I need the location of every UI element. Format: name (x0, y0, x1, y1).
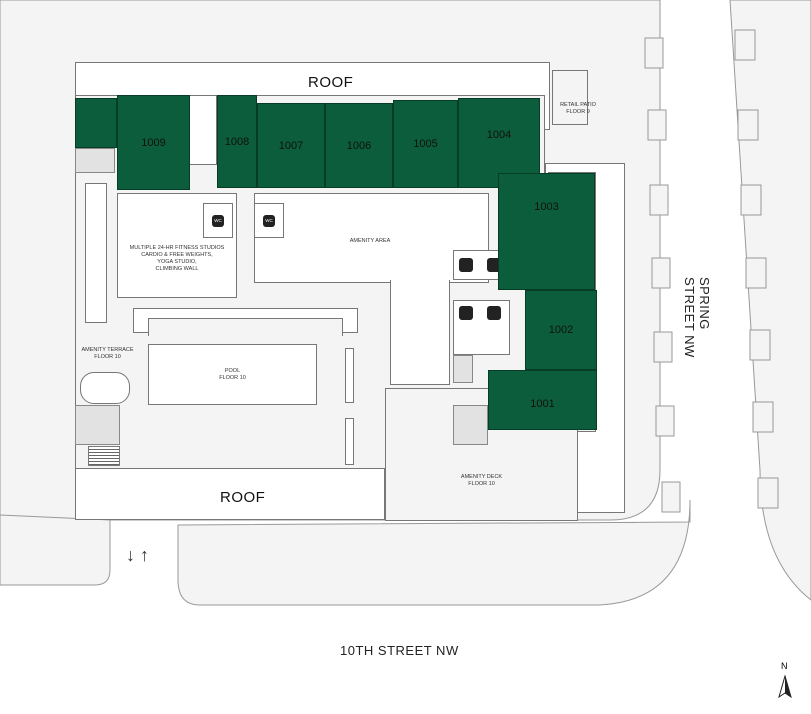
roof-bottom-label: ROOF (220, 489, 266, 506)
storage (453, 355, 473, 383)
unit-label: 1009 (141, 136, 166, 149)
parking-stalls (644, 29, 779, 513)
storage (75, 148, 115, 173)
north-arrow-icon (778, 675, 792, 699)
amenity-area-ext (390, 280, 450, 385)
unit-label: 1001 (530, 398, 555, 410)
unit-1006[interactable]: 1006 (325, 103, 393, 188)
elevator-icon (487, 306, 501, 320)
stairs (88, 446, 120, 466)
bench-inner (148, 318, 343, 336)
planter (345, 348, 354, 403)
roof-bottom (75, 468, 385, 520)
restroom: WC (254, 203, 284, 238)
north-label: N (781, 661, 788, 671)
unit-label: 1007 (278, 139, 304, 152)
unit-1009[interactable]: 1009 (117, 95, 190, 190)
unit-label: 1004 (486, 129, 512, 141)
pool (148, 344, 317, 405)
amenity-area-label: AMENITY AREA (349, 238, 391, 244)
entry-arrows: ↓ ↑ (126, 545, 150, 565)
stair-north (187, 95, 217, 165)
unit-1001[interactable]: 1001 (488, 370, 597, 430)
wc-icon: WC (212, 214, 224, 227)
amenity-area (254, 193, 489, 283)
unit-1005[interactable]: 1005 (393, 100, 458, 188)
unit-label: 1006 (346, 139, 372, 152)
hot-tub (80, 372, 130, 404)
unit-1003[interactable]: 1003 (498, 173, 595, 290)
unit-label: 1002 (548, 324, 574, 336)
unit-strip (75, 98, 117, 148)
unit-label: 1005 (413, 138, 438, 150)
wc-icon: WC (263, 214, 275, 227)
block-s (177, 499, 691, 606)
planter (345, 418, 354, 465)
roof-top-label: ROOF (308, 74, 354, 91)
stair-south (75, 405, 120, 445)
restroom: WC (203, 203, 233, 238)
retail-patio (552, 70, 588, 125)
unit-1008[interactable]: 1008 (217, 95, 257, 188)
storage (453, 405, 488, 445)
block-sw (0, 514, 111, 586)
elevator-icon (487, 258, 501, 272)
street-spring: SPRING STREET NW (682, 277, 712, 358)
unit-1007[interactable]: 1007 (257, 103, 325, 188)
elevator-icon (459, 258, 473, 272)
unit-1002[interactable]: 1002 (525, 290, 597, 370)
unit-label: 1003 (534, 201, 559, 213)
street-10th: 10TH STREET NW (340, 643, 459, 658)
unit-label: 1008 (224, 135, 250, 148)
elevator-icon (459, 306, 473, 320)
planter (85, 183, 107, 323)
block-e (729, 0, 811, 601)
